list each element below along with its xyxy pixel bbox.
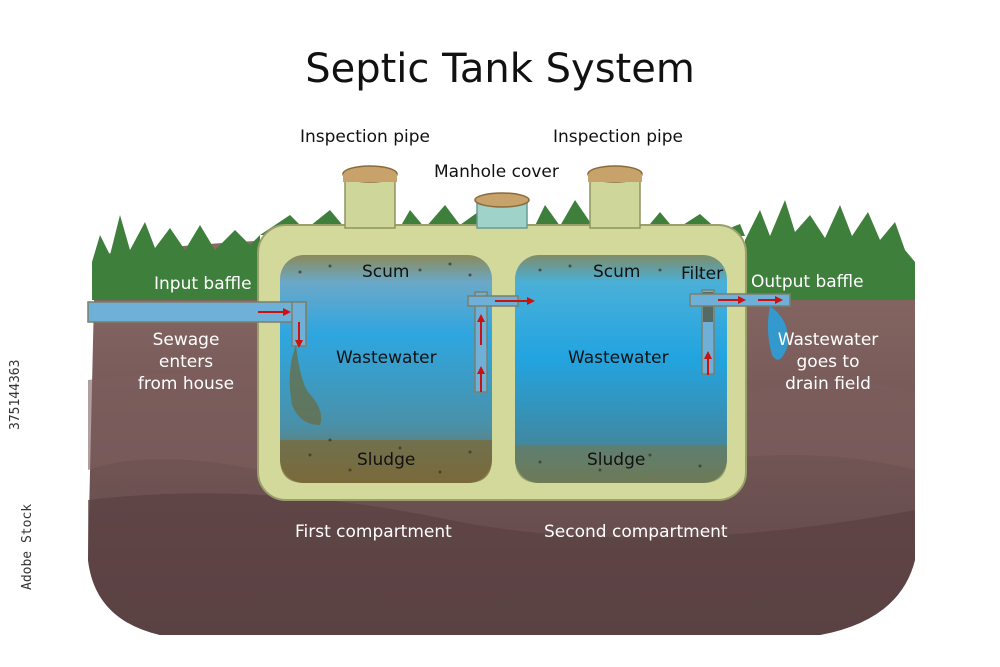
scum-second-label: Scum <box>593 262 641 282</box>
grass-strip-right <box>745 200 915 300</box>
filter-element <box>703 292 713 322</box>
manhole-cover-label: Manhole cover <box>434 162 559 182</box>
first-compartment-label: First compartment <box>295 522 452 542</box>
sewage-line-3: from house <box>137 374 235 394</box>
output-baffle-label: Output baffle <box>751 272 864 292</box>
wastewater-first-label: Wastewater <box>336 348 437 368</box>
second-compartment <box>515 255 727 483</box>
soil-band-low <box>88 493 915 635</box>
inspection-pipe-left-label: Inspection pipe <box>300 127 430 147</box>
drain-line-3: drain field <box>785 374 871 394</box>
diagram-title: Septic Tank System <box>305 46 695 92</box>
sludge-second-label: Sludge <box>587 450 646 470</box>
sewage-line-1: Sewage <box>152 330 220 350</box>
inspection-pipe-right-label: Inspection pipe <box>553 127 683 147</box>
stock-brand: Adobe Stock <box>20 503 35 590</box>
inspection-pipe-right-body <box>589 177 641 229</box>
stock-id: 375144363 <box>8 359 23 430</box>
inspection-pipe-left-body <box>344 177 396 229</box>
flow-arrows <box>258 296 783 392</box>
grass-strip <box>92 215 260 300</box>
drain-line-1: Wastewater <box>777 330 879 350</box>
sewage-line-2: enters <box>158 352 214 372</box>
wastewater-second-label: Wastewater <box>568 348 669 368</box>
sewage-enters-label: Sewage enters from house <box>125 330 247 394</box>
drain-outflow <box>767 306 789 360</box>
scum-first-label: Scum <box>362 262 410 282</box>
input-baffle-label: Input baffle <box>154 274 252 294</box>
drain-field-label: Wastewater goes to drain field <box>768 330 888 394</box>
drain-line-2: goes to <box>796 352 860 372</box>
sludge-first-label: Sludge <box>357 450 416 470</box>
manhole-cover-lid <box>474 192 530 208</box>
filter-label: Filter <box>681 264 724 284</box>
second-compartment-label: Second compartment <box>544 522 728 542</box>
sewage-plume <box>289 345 322 425</box>
first-compartment <box>280 255 492 483</box>
